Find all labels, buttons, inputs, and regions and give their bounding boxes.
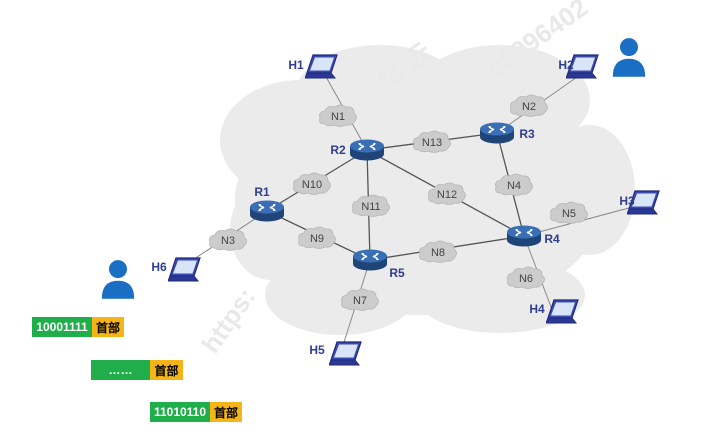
svg-text:H5: H5 — [309, 343, 325, 357]
router-icon — [479, 122, 515, 144]
router-r5: R5 — [352, 249, 405, 280]
host-h6: H6 — [151, 257, 201, 282]
host-h2: H2 — [558, 54, 599, 79]
node-n4: N4 — [495, 173, 533, 196]
node-n7: N7 — [341, 288, 379, 311]
packet: …… 首部 — [91, 360, 183, 380]
svg-text:H2: H2 — [558, 58, 574, 72]
svg-text:N2: N2 — [522, 101, 536, 113]
router-r1: R1 — [249, 185, 285, 222]
node-n9: N9 — [298, 226, 336, 249]
node-n8: N8 — [419, 240, 457, 263]
packet-header: 首部 — [150, 360, 183, 380]
svg-text:R5: R5 — [389, 266, 405, 280]
svg-text:N10: N10 — [302, 179, 322, 191]
svg-text:N13: N13 — [422, 137, 442, 149]
svg-text:R4: R4 — [544, 232, 560, 246]
router-r4: R4 — [506, 225, 560, 247]
node-n5: N5 — [550, 201, 588, 224]
svg-text:R2: R2 — [330, 143, 346, 157]
laptop-icon — [329, 341, 362, 366]
svg-text:N12: N12 — [437, 189, 457, 201]
packet-bits: 11010110 — [150, 402, 210, 422]
svg-text:R1: R1 — [254, 185, 270, 199]
svg-text:N8: N8 — [431, 247, 445, 259]
laptop-icon — [305, 54, 338, 79]
router-r2: R2 — [330, 139, 385, 161]
svg-text:N5: N5 — [562, 208, 576, 220]
router-icon — [352, 249, 388, 271]
node-n3: N3 — [209, 228, 247, 251]
packet: 11010110 首部 — [150, 402, 242, 422]
node-n10: N10 — [293, 172, 331, 195]
packet: 10001111 首部 — [32, 317, 124, 337]
svg-text:H4: H4 — [529, 302, 545, 316]
router-r3: R3 — [479, 122, 535, 144]
node-n2: N2 — [510, 94, 548, 117]
router-icon — [506, 225, 542, 247]
host-h4: H4 — [529, 299, 579, 324]
router-icon — [349, 139, 385, 161]
svg-text:R3: R3 — [519, 127, 535, 141]
svg-text:N11: N11 — [361, 201, 380, 213]
node-n1: N1 — [319, 104, 357, 127]
user-icon — [612, 38, 646, 77]
packet-bits: 10001111 — [32, 317, 92, 337]
svg-text:N3: N3 — [221, 235, 235, 247]
node-n11: N11 — [352, 194, 390, 217]
svg-text:N7: N7 — [353, 295, 367, 307]
svg-text:H6: H6 — [151, 260, 167, 274]
laptop-icon — [168, 257, 201, 282]
watermark-text: https: — [195, 282, 261, 358]
host-h5: H5 — [309, 341, 362, 366]
packet-bits: …… — [91, 360, 150, 380]
svg-text:H1: H1 — [288, 58, 304, 72]
svg-text:N9: N9 — [310, 233, 324, 245]
packet-header: 首部 — [92, 317, 124, 337]
node-n13: N13 — [413, 130, 451, 153]
svg-text:N6: N6 — [519, 273, 533, 285]
svg-text:N4: N4 — [507, 180, 521, 192]
network-cloud — [220, 45, 635, 335]
host-h1: H1 — [288, 54, 338, 79]
router-icon — [249, 200, 285, 222]
svg-text:H3: H3 — [619, 194, 635, 208]
packet-header: 首部 — [210, 402, 242, 422]
node-n6: N6 — [507, 266, 545, 289]
user-icon — [101, 260, 135, 299]
svg-text:N1: N1 — [331, 111, 345, 123]
host-h3: H3 — [619, 190, 660, 215]
node-n12: N12 — [428, 182, 466, 205]
